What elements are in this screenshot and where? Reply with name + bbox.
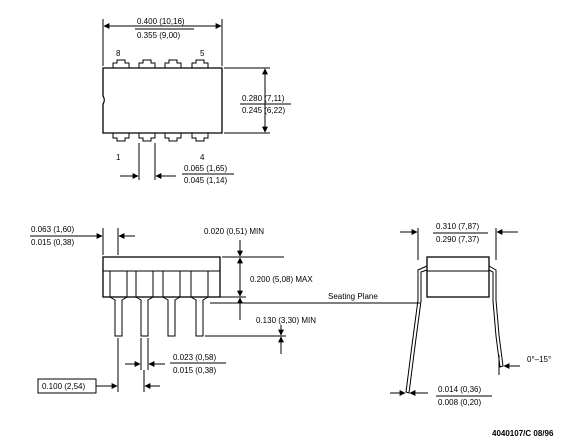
pitch-label: 0.100 (2,54) <box>42 382 85 391</box>
height-max-label: 0.200 (5,08) MAX <box>250 275 313 284</box>
lead-angle-label: 0°–15° <box>527 355 551 364</box>
end-package-body <box>426 256 490 298</box>
length-max-label: 0.400 (10,16) <box>137 17 185 26</box>
pin8-label: 8 <box>116 49 121 58</box>
side-leads <box>109 271 209 337</box>
width-max-label: 0.280 (7,11) <box>242 94 285 103</box>
width-min-label: 0.245 (6,22) <box>242 106 285 115</box>
lead-length-min-label: 0.130 (3,30) MIN <box>256 316 316 325</box>
side-package-body <box>102 256 221 298</box>
top-view <box>102 19 291 180</box>
side-view <box>30 228 420 394</box>
min-clearance-label: 0.020 (0,51) MIN <box>204 227 264 236</box>
length-min-label: 0.355 (9,00) <box>137 31 180 40</box>
standoff-min-label: 0.015 (0,38) <box>31 238 74 247</box>
pitch-box <box>37 378 97 394</box>
pin1-label: 1 <box>116 153 121 162</box>
pin4-label: 4 <box>200 153 205 162</box>
lead-thickness-max-label: 0.023 (0,58) <box>173 353 216 362</box>
top-package-body <box>102 67 223 134</box>
standoff-max-label: 0.063 (1,60) <box>31 225 74 234</box>
top-pins-lower <box>112 133 209 142</box>
top-pins-upper <box>112 59 209 68</box>
drawing-number: 4040107/C 08/96 <box>492 429 554 438</box>
row-spacing-max-label: 0.310 (7,87) <box>436 222 479 231</box>
pin5-label: 5 <box>200 49 205 58</box>
row-spacing-min-label: 0.290 (7,37) <box>436 235 479 244</box>
lead-tip-max-label: 0.014 (0,36) <box>438 385 481 394</box>
end-view <box>390 228 520 397</box>
lead-width-max-label: 0.065 (1,65) <box>184 164 227 173</box>
lead-thickness-min-label: 0.015 (0,38) <box>173 366 216 375</box>
lead-width-min-label: 0.045 (1,14) <box>184 176 227 185</box>
lead-tip-min-label: 0.008 (0,20) <box>438 398 481 407</box>
seating-plane-label: Seating Plane <box>328 292 378 301</box>
